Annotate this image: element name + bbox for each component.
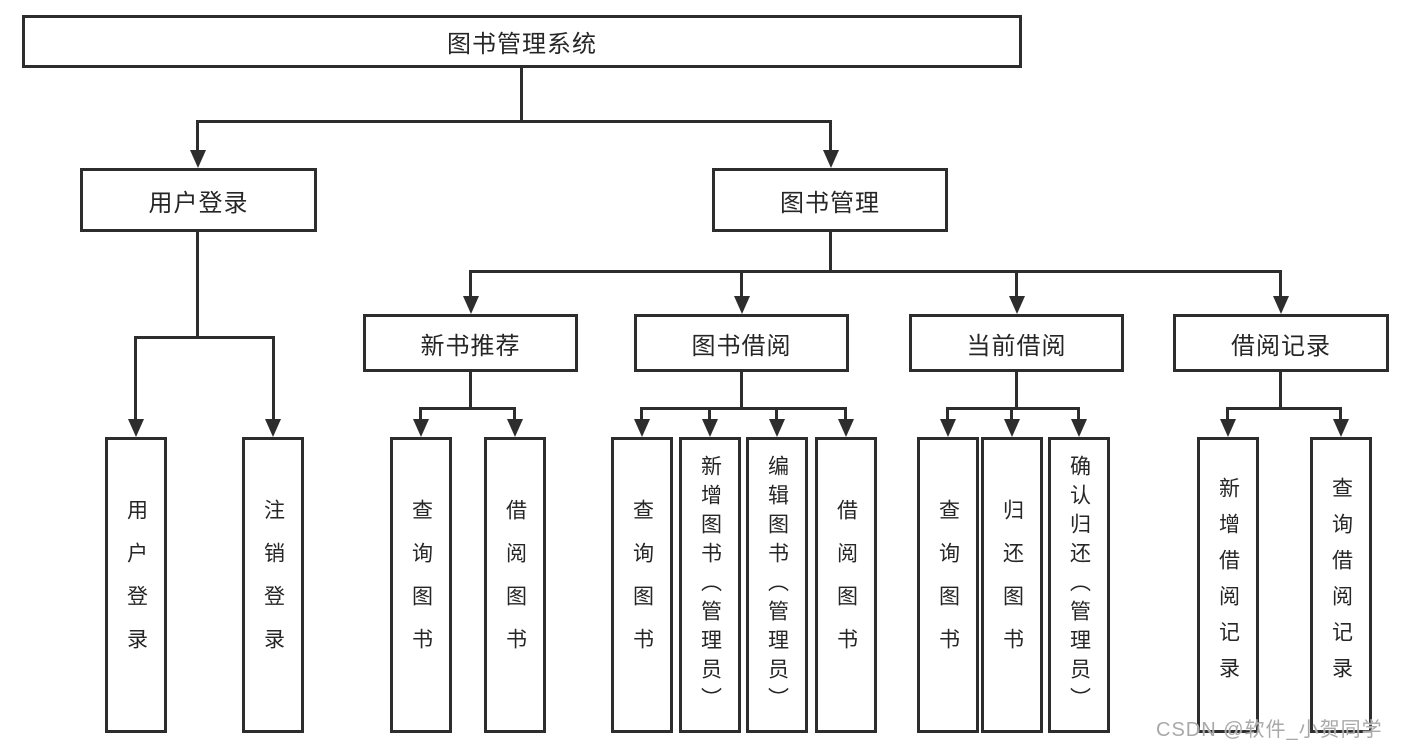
node-new-book-recommend: 新书推荐 bbox=[363, 314, 578, 372]
leaf-query-books-3: 查询图书 bbox=[917, 437, 979, 733]
connector-arrow-shaft bbox=[829, 120, 832, 152]
connector-l3-splitter bbox=[1226, 407, 1342, 410]
arrowhead-down-icon bbox=[128, 419, 144, 437]
connector-user-login-stem bbox=[196, 232, 199, 336]
leaf-confirm-return-admin: 确认归还（管理员） bbox=[1048, 437, 1110, 733]
connector-arrow-shaft bbox=[134, 336, 137, 421]
arrowhead-down-icon bbox=[413, 419, 429, 437]
connector-book-management-stem bbox=[829, 232, 832, 270]
connector-arrow-shaft bbox=[1226, 407, 1229, 421]
connector-arrow-shaft bbox=[1077, 407, 1080, 421]
node-book-borrow-label: 图书借阅 bbox=[691, 332, 792, 360]
leaf-query-books-2-label: 查询图书 bbox=[630, 499, 654, 671]
arrowhead-down-icon bbox=[823, 150, 839, 168]
leaf-return-books-label: 归还图书 bbox=[1000, 499, 1024, 671]
leaf-borrow-books-1: 借阅图书 bbox=[484, 437, 546, 733]
arrowhead-down-icon bbox=[1004, 419, 1020, 437]
leaf-query-books-3-label: 查询图书 bbox=[936, 499, 960, 671]
node-book-management-label: 图书管理 bbox=[780, 189, 880, 217]
node-borrow-records-label: 借阅记录 bbox=[1231, 332, 1331, 360]
node-current-borrow: 当前借阅 bbox=[909, 314, 1124, 372]
connector-arrow-shaft bbox=[708, 407, 711, 421]
connector-arrow-shaft bbox=[1279, 270, 1282, 298]
node-user-login: 用户登录 bbox=[80, 168, 317, 232]
connector-l3-stem bbox=[1015, 372, 1018, 408]
arrowhead-down-icon bbox=[1220, 419, 1236, 437]
arrowhead-down-icon bbox=[634, 419, 650, 437]
connector-root-stem bbox=[520, 68, 523, 120]
leaf-borrow-books-1-label: 借阅图书 bbox=[503, 499, 527, 671]
connector-arrow-shaft bbox=[1010, 407, 1013, 421]
leaf-edit-books-admin-label: 编辑图书（管理员） bbox=[765, 454, 789, 716]
arrowhead-down-icon bbox=[940, 419, 956, 437]
node-user-login-label: 用户登录 bbox=[148, 189, 249, 217]
node-book-management: 图书管理 bbox=[712, 168, 948, 232]
connector-l3-stem bbox=[740, 372, 743, 408]
connector-arrow-shaft bbox=[946, 407, 949, 421]
leaf-query-books-1-label: 查询图书 bbox=[409, 499, 433, 671]
connector-l3-splitter bbox=[640, 407, 847, 410]
arrowhead-down-icon bbox=[1333, 419, 1349, 437]
leaf-query-books-1: 查询图书 bbox=[390, 437, 452, 733]
connector-l3-stem bbox=[1279, 372, 1282, 408]
connector-l3-splitter bbox=[419, 407, 516, 410]
connector-level1-splitter bbox=[196, 120, 832, 123]
leaf-borrow-books-2-label: 借阅图书 bbox=[834, 499, 858, 671]
csdn-watermark: CSDN @软件_小贺同学 bbox=[1156, 719, 1383, 741]
arrowhead-down-icon bbox=[838, 419, 854, 437]
leaf-add-borrow-record-label: 新增借阅记录 bbox=[1216, 477, 1240, 693]
leaf-edit-books-admin: 编辑图书（管理员） bbox=[746, 437, 808, 733]
node-current-borrow-label: 当前借阅 bbox=[966, 332, 1067, 360]
arrowhead-down-icon bbox=[1009, 296, 1025, 314]
connector-arrow-shaft bbox=[196, 120, 199, 152]
leaf-logout-label: 注销登录 bbox=[261, 499, 285, 671]
connector-arrow-shaft bbox=[844, 407, 847, 421]
leaf-logout: 注销登录 bbox=[242, 437, 304, 733]
node-root: 图书管理系统 bbox=[22, 15, 1022, 68]
connector-arrow-shaft bbox=[513, 407, 516, 421]
arrowhead-down-icon bbox=[702, 419, 718, 437]
leaf-user-login: 用户登录 bbox=[105, 437, 167, 733]
connector-user-login-splitter bbox=[134, 336, 275, 339]
arrowhead-down-icon bbox=[265, 419, 281, 437]
connector-arrow-shaft bbox=[272, 336, 275, 421]
arrowhead-down-icon bbox=[1273, 296, 1289, 314]
arrowhead-down-icon bbox=[507, 419, 523, 437]
connector-l3-stem bbox=[469, 372, 472, 408]
arrowhead-down-icon bbox=[734, 296, 750, 314]
arrowhead-down-icon bbox=[190, 150, 206, 168]
arrowhead-down-icon bbox=[769, 419, 785, 437]
connector-l3-splitter bbox=[946, 407, 1080, 410]
arrowhead-down-icon bbox=[1071, 419, 1087, 437]
leaf-user-login-label: 用户登录 bbox=[124, 499, 148, 671]
node-borrow-records: 借阅记录 bbox=[1173, 314, 1389, 372]
node-root-label: 图书管理系统 bbox=[447, 31, 597, 58]
connector-arrow-shaft bbox=[1015, 270, 1018, 298]
connector-arrow-shaft bbox=[1339, 407, 1342, 421]
leaf-add-borrow-record: 新增借阅记录 bbox=[1197, 437, 1259, 733]
leaf-confirm-return-admin-label: 确认归还（管理员） bbox=[1067, 454, 1091, 716]
connector-arrow-shaft bbox=[740, 270, 743, 298]
leaf-query-borrow-record-label: 查询借阅记录 bbox=[1329, 477, 1353, 693]
connector-arrow-shaft bbox=[419, 407, 422, 421]
connector-arrow-shaft bbox=[469, 270, 472, 298]
leaf-query-borrow-record: 查询借阅记录 bbox=[1310, 437, 1372, 733]
connector-arrow-shaft bbox=[640, 407, 643, 421]
leaf-borrow-books-2: 借阅图书 bbox=[815, 437, 877, 733]
leaf-add-books-admin-label: 新增图书（管理员） bbox=[698, 454, 722, 716]
node-new-book-recommend-label: 新书推荐 bbox=[420, 332, 521, 360]
node-book-borrow: 图书借阅 bbox=[634, 314, 849, 372]
arrowhead-down-icon bbox=[463, 296, 479, 314]
connector-level2-splitter bbox=[469, 270, 1282, 273]
leaf-add-books-admin: 新增图书（管理员） bbox=[679, 437, 741, 733]
leaf-query-books-2: 查询图书 bbox=[611, 437, 673, 733]
connector-arrow-shaft bbox=[775, 407, 778, 421]
leaf-return-books: 归还图书 bbox=[981, 437, 1043, 733]
